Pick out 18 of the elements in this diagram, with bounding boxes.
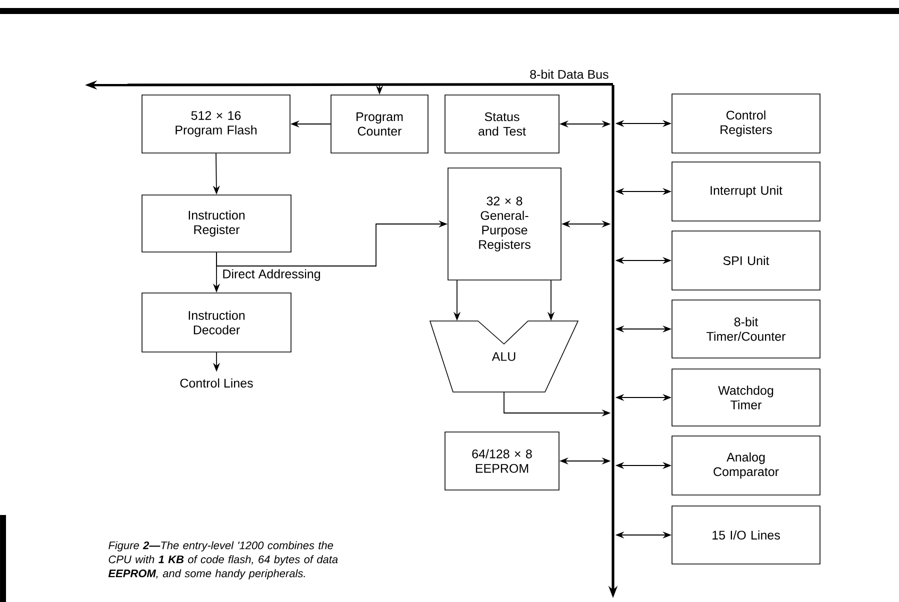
block-box: SPI Unit — [672, 230, 820, 290]
figure-caption: Figure 2—The entry-level '1200 combines the CPU with 1 KB of code flash, 64 bytes of data EEPROM, and some handy peripherals. — [108, 541, 338, 580]
block-box: 15 I/O Lines — [672, 506, 820, 564]
block-box: 512 × 16 Program Flash — [142, 94, 290, 154]
block-box: 32 × 8 General-Purpose Registers — [448, 168, 562, 280]
block-box: Instruction Decoder — [142, 292, 292, 352]
output-label: Control Lines — [180, 378, 253, 388]
block-box: Status and Test — [444, 94, 560, 154]
block-box: Interrupt Unit — [672, 162, 820, 222]
block-box: 64/128 × 8 EEPROM — [444, 432, 560, 490]
block-box: Instruction Register — [142, 194, 292, 252]
block-box: Control Registers — [672, 94, 820, 154]
block-box: Program Counter — [330, 94, 428, 154]
edge-label: Direct Addressing — [221, 268, 322, 282]
bus-label: 8-bit Data Bus — [530, 70, 608, 79]
block-box: Analog Comparator — [672, 436, 820, 496]
block-box: 8-bit Timer/Counter — [672, 300, 820, 358]
block-box: Watchdog Timer — [672, 368, 820, 426]
